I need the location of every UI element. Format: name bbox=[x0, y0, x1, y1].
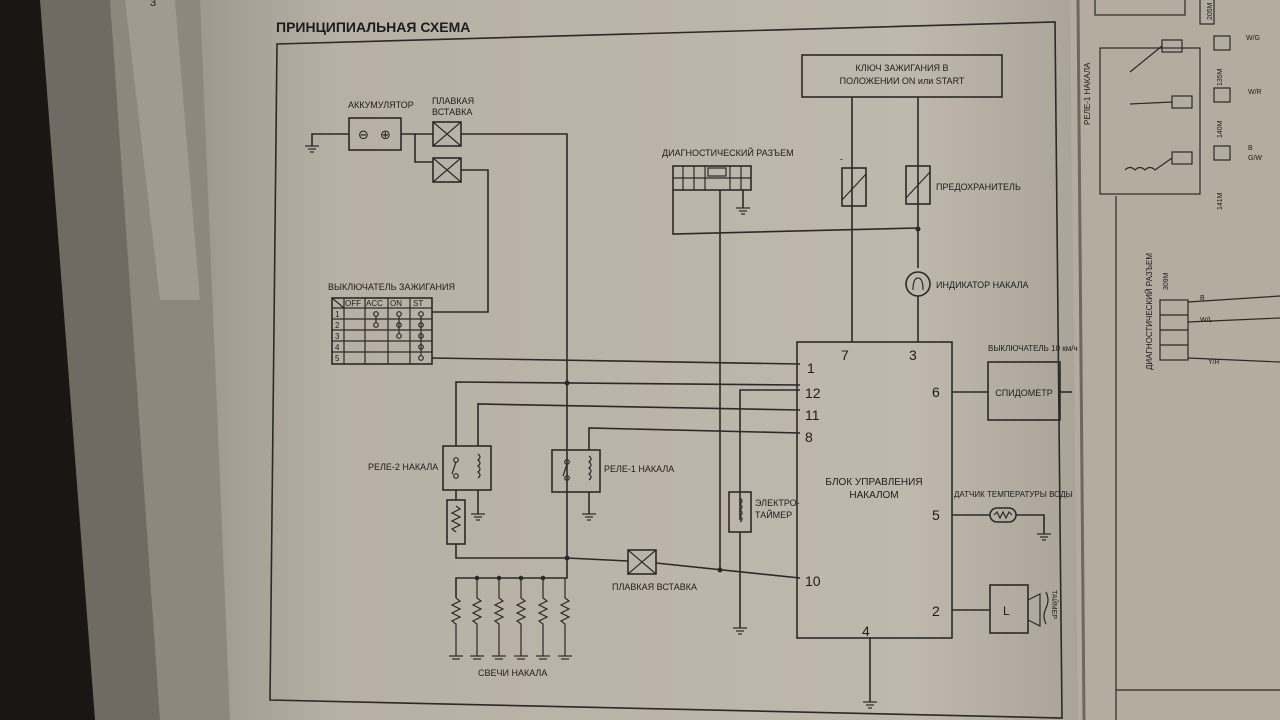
fuse-left bbox=[841, 167, 867, 207]
relay2-label: РЕЛЕ-2 НАКАЛА bbox=[368, 462, 438, 472]
right-page-content bbox=[1094, 0, 1280, 720]
ignition-key-label-1: КЛЮЧ ЗАЖИГАНИЯ В bbox=[856, 63, 949, 73]
right-code-5: 309M bbox=[1163, 272, 1170, 290]
ignition-switch-table bbox=[331, 297, 433, 365]
switch-col-st: ST bbox=[413, 299, 423, 308]
ignition-key-box bbox=[801, 54, 1003, 98]
glow-plugs-label: СВЕЧИ НАКАЛА bbox=[478, 668, 547, 678]
speedometer-label: СПИДОМЕТР bbox=[995, 388, 1053, 398]
timer-unit: L bbox=[989, 584, 1049, 634]
glow-indicator-label: ИНДИКАТОР НАКАЛА bbox=[936, 280, 1029, 290]
svg-text:⊕: ⊕ bbox=[380, 127, 391, 142]
switch-row-2: 2 bbox=[335, 321, 340, 330]
switch-row-3: 3 bbox=[335, 332, 340, 341]
right-relay-label: РЕЛЕ-1 НАКАЛА bbox=[1083, 62, 1092, 125]
electro-timer-label-1: ЭЛЕКТРО- bbox=[755, 498, 800, 508]
pin-1: 1 bbox=[807, 360, 815, 376]
relay1 bbox=[551, 449, 601, 493]
pin-2: 2 bbox=[932, 603, 940, 619]
right-code-1: 205M bbox=[1207, 2, 1214, 20]
diagram-frame bbox=[269, 21, 1063, 719]
speedometer-box bbox=[987, 361, 1061, 421]
right-wire-5: B bbox=[1200, 295, 1205, 302]
pin-12: 12 bbox=[805, 385, 821, 401]
electro-timer-label-2: ТАЙМЕР bbox=[755, 509, 792, 520]
temp-sensor-label: ДАТЧИК ТЕМПЕРАТУРЫ ВОДЫ bbox=[954, 490, 1073, 499]
left-page-number: 3 bbox=[150, 0, 156, 9]
right-wire-3: B bbox=[1248, 145, 1253, 152]
pin-10: 10 bbox=[805, 573, 821, 589]
switch-col-acc: ACC bbox=[366, 299, 383, 308]
pin-5: 5 bbox=[932, 507, 940, 523]
glow-plugs bbox=[449, 575, 572, 660]
right-wire-2: W/R bbox=[1248, 89, 1262, 96]
page-title: ПРИНЦИПИАЛЬНАЯ СХЕМА bbox=[276, 19, 470, 35]
svg-text:-: - bbox=[840, 154, 843, 164]
right-wire-7: Y/R bbox=[1208, 359, 1220, 366]
right-code-4: 141M bbox=[1217, 192, 1224, 210]
main-page bbox=[200, 0, 1090, 720]
right-code-2: 135M bbox=[1217, 68, 1224, 86]
switch-row-1: 1 bbox=[335, 310, 340, 319]
fusible-link-top-label-2: ВСТАВКА bbox=[432, 107, 472, 117]
diag-connector-label: ДИАГНОСТИЧЕСКИЙ РАЗЪЕМ bbox=[662, 147, 794, 158]
switch-col-on: ON bbox=[390, 299, 402, 308]
pin-11: 11 bbox=[805, 407, 820, 423]
pin-3: 3 bbox=[909, 347, 917, 363]
diag-connector bbox=[672, 165, 752, 191]
fuse bbox=[905, 165, 931, 205]
right-wire-4: G/W bbox=[1248, 155, 1262, 162]
control-unit-label-1: БЛОК УПРАВЛЕНИЯ bbox=[825, 477, 922, 488]
control-unit bbox=[796, 341, 953, 639]
ignition-switch-label: ВЫКЛЮЧАТЕЛЬ ЗАЖИГАНИЯ bbox=[328, 282, 455, 292]
right-wire-1: W/G bbox=[1246, 35, 1260, 42]
relay1-label: РЕЛЕ-1 НАКАЛА bbox=[604, 464, 674, 474]
right-code-3: 140M bbox=[1217, 120, 1224, 138]
timer-label: ТАЙМЕР bbox=[1050, 590, 1059, 619]
switch-row-5: 5 bbox=[335, 354, 340, 363]
pin-8: 8 bbox=[805, 429, 813, 445]
ignition-key-label-2: ПОЛОЖЕНИИ ON или START bbox=[840, 76, 965, 86]
speedometer-switch-label: ВЫКЛЮЧАТЕЛЬ 10 км/ч bbox=[988, 344, 1078, 353]
pin-7: 7 bbox=[841, 347, 849, 363]
fuse-label: ПРЕДОХРАНИТЕЛЬ bbox=[936, 182, 1021, 192]
pin-4: 4 bbox=[862, 623, 870, 639]
svg-text:⊖: ⊖ bbox=[358, 127, 369, 142]
right-diag-label: ДИАГНОСТИЧЕСКИЙ РАЗЪЕМ bbox=[1145, 253, 1154, 370]
right-wire-6: W/L bbox=[1200, 317, 1213, 324]
control-unit-label-2: НАКАЛОМ bbox=[849, 490, 898, 501]
switch-row-4: 4 bbox=[335, 343, 340, 352]
svg-text:L: L bbox=[1003, 604, 1010, 618]
pin-6: 6 bbox=[932, 384, 940, 400]
fusible-link-bottom bbox=[627, 549, 657, 575]
relay2 bbox=[442, 445, 492, 491]
fusible-link-bottom-label: ПЛАВКАЯ ВСТАВКА bbox=[612, 582, 697, 592]
switch-col-off: OFF bbox=[345, 299, 361, 308]
ground-symbol bbox=[305, 145, 319, 153]
battery-label: АККУМУЛЯТОР bbox=[348, 100, 414, 110]
fusible-link-top-label-1: ПЛАВКАЯ bbox=[432, 96, 474, 106]
